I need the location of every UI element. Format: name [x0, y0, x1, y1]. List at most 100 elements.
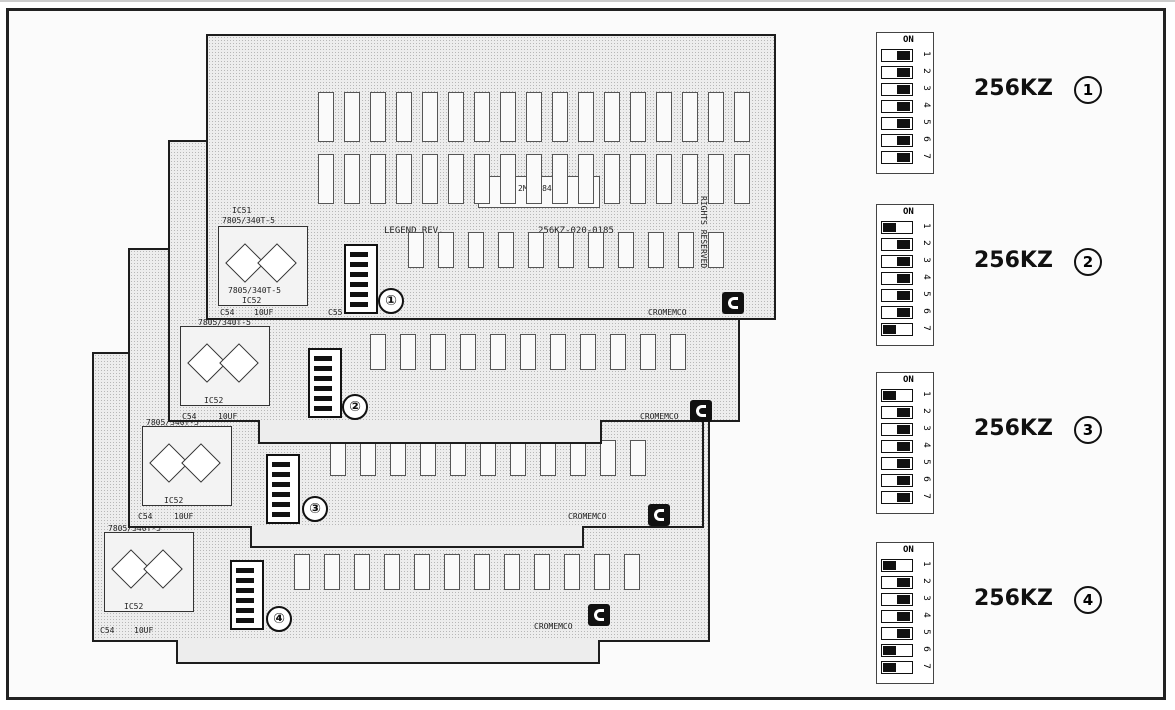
ic-chip	[500, 92, 516, 142]
switch-number: 2	[921, 578, 932, 584]
switch-row	[881, 423, 913, 436]
regulator-ic-label-board-1: IC52	[242, 296, 262, 305]
cromemco-logo-board-3	[648, 504, 670, 526]
ic-chip	[318, 154, 334, 204]
ic-chip	[600, 440, 616, 476]
ic-chip	[510, 440, 526, 476]
cromemco-logo-board-1	[722, 292, 744, 314]
ic-chip	[400, 334, 416, 370]
switch-knob	[897, 442, 910, 451]
dip-pin	[236, 568, 254, 573]
switch-number: 5	[921, 291, 932, 297]
switch-knob	[883, 663, 896, 672]
ic-chip	[460, 334, 476, 370]
switch-number: 4	[921, 274, 932, 280]
switch-knob	[897, 240, 910, 249]
setting-label-1: 256KZ	[974, 76, 1053, 101]
switch-knob	[897, 51, 910, 60]
dip-pin	[314, 406, 332, 411]
ic-chip	[422, 154, 438, 204]
ic-chip	[656, 92, 672, 142]
cromemco-logo-board-4	[588, 604, 610, 626]
board-3-edge-connector	[250, 526, 584, 548]
ic-chip	[504, 554, 520, 590]
regulator-part-label-board-3: 7805/340T-5	[146, 418, 199, 427]
setting-label-2: 256KZ	[974, 248, 1053, 273]
switch-knob	[897, 425, 910, 434]
switch-knob	[897, 308, 910, 317]
ic-chip	[448, 154, 464, 204]
switch-row	[881, 576, 913, 589]
ic-chip	[474, 554, 490, 590]
switch-knob	[897, 408, 910, 417]
ic-chip	[682, 154, 698, 204]
dip-pin	[350, 262, 368, 267]
maker-label-board-3: CROMEMCO	[568, 512, 607, 521]
regulator-ic52-board-3	[142, 426, 232, 506]
ic-chip	[564, 554, 580, 590]
ic-chip	[480, 440, 496, 476]
ic-chip	[604, 154, 620, 204]
switch-row	[881, 83, 913, 96]
switch-number: 1	[921, 391, 932, 397]
ic-chip	[570, 440, 586, 476]
ic-chip	[354, 554, 370, 590]
switch-knob	[897, 578, 910, 587]
regulator-ic52-board-2	[180, 326, 270, 406]
switch-number: 6	[921, 308, 932, 314]
ic-chip	[520, 334, 536, 370]
ic-chip	[528, 232, 544, 268]
cromemco-logo-board-2	[690, 400, 712, 422]
top-rule	[0, 0, 1175, 2]
switch-number: 4	[921, 442, 932, 448]
board-4-edge-connector	[176, 640, 600, 664]
switch-row	[881, 440, 913, 453]
dip-pin	[236, 608, 254, 613]
ic-chip	[558, 232, 574, 268]
regulator-ic-label-board-4: IC52	[124, 602, 144, 611]
switch-row	[881, 306, 913, 319]
ic-chip	[344, 92, 360, 142]
dip-pin	[272, 512, 290, 517]
ic-chip	[474, 154, 490, 204]
ic-chip	[594, 554, 610, 590]
dip-pin	[350, 272, 368, 277]
ic-chip	[370, 334, 386, 370]
ic-chip	[450, 440, 466, 476]
dip-pin	[314, 356, 332, 361]
switch-on-label: ON	[903, 375, 914, 385]
switch-row	[881, 457, 913, 470]
dip-pin	[350, 282, 368, 287]
setting-number-3: 3	[1074, 416, 1102, 444]
switch-row	[881, 559, 913, 572]
dip-pin	[314, 386, 332, 391]
ic-chip	[678, 232, 694, 268]
setting-number-1: 1	[1074, 76, 1102, 104]
ic-chip	[526, 92, 542, 142]
board-2-edge-connector	[258, 420, 602, 444]
dip-pin	[314, 396, 332, 401]
ic-chip	[360, 440, 376, 476]
regulator-part-label-board-1: 7805/340T-5	[222, 216, 275, 225]
dip-pin	[350, 292, 368, 297]
switch-knob	[883, 325, 896, 334]
dip-pin	[314, 376, 332, 381]
ic-chip	[500, 154, 516, 204]
switch-number: 3	[921, 85, 932, 91]
dip-pin	[314, 366, 332, 371]
ic-chip	[640, 334, 656, 370]
switch-row	[881, 627, 913, 640]
switch-row	[881, 100, 913, 113]
board-stack: 7805/340T-5 IC52 ④ CROMEMCO C54 10UF 780…	[92, 34, 776, 664]
dip-switch-board-4	[230, 560, 264, 630]
dip-switch-board-1	[344, 244, 378, 314]
maker-label-board-4: CROMEMCO	[534, 622, 573, 631]
switch-row	[881, 221, 913, 234]
ic-chip	[578, 154, 594, 204]
switch-number: 1	[921, 51, 932, 57]
setting-label-3: 256KZ	[974, 416, 1053, 441]
regulator-part-label-board-1b: 7805/340T-5	[228, 286, 281, 295]
dip-pin	[272, 502, 290, 507]
legend-rev-label: LEGEND REV.	[384, 226, 444, 236]
